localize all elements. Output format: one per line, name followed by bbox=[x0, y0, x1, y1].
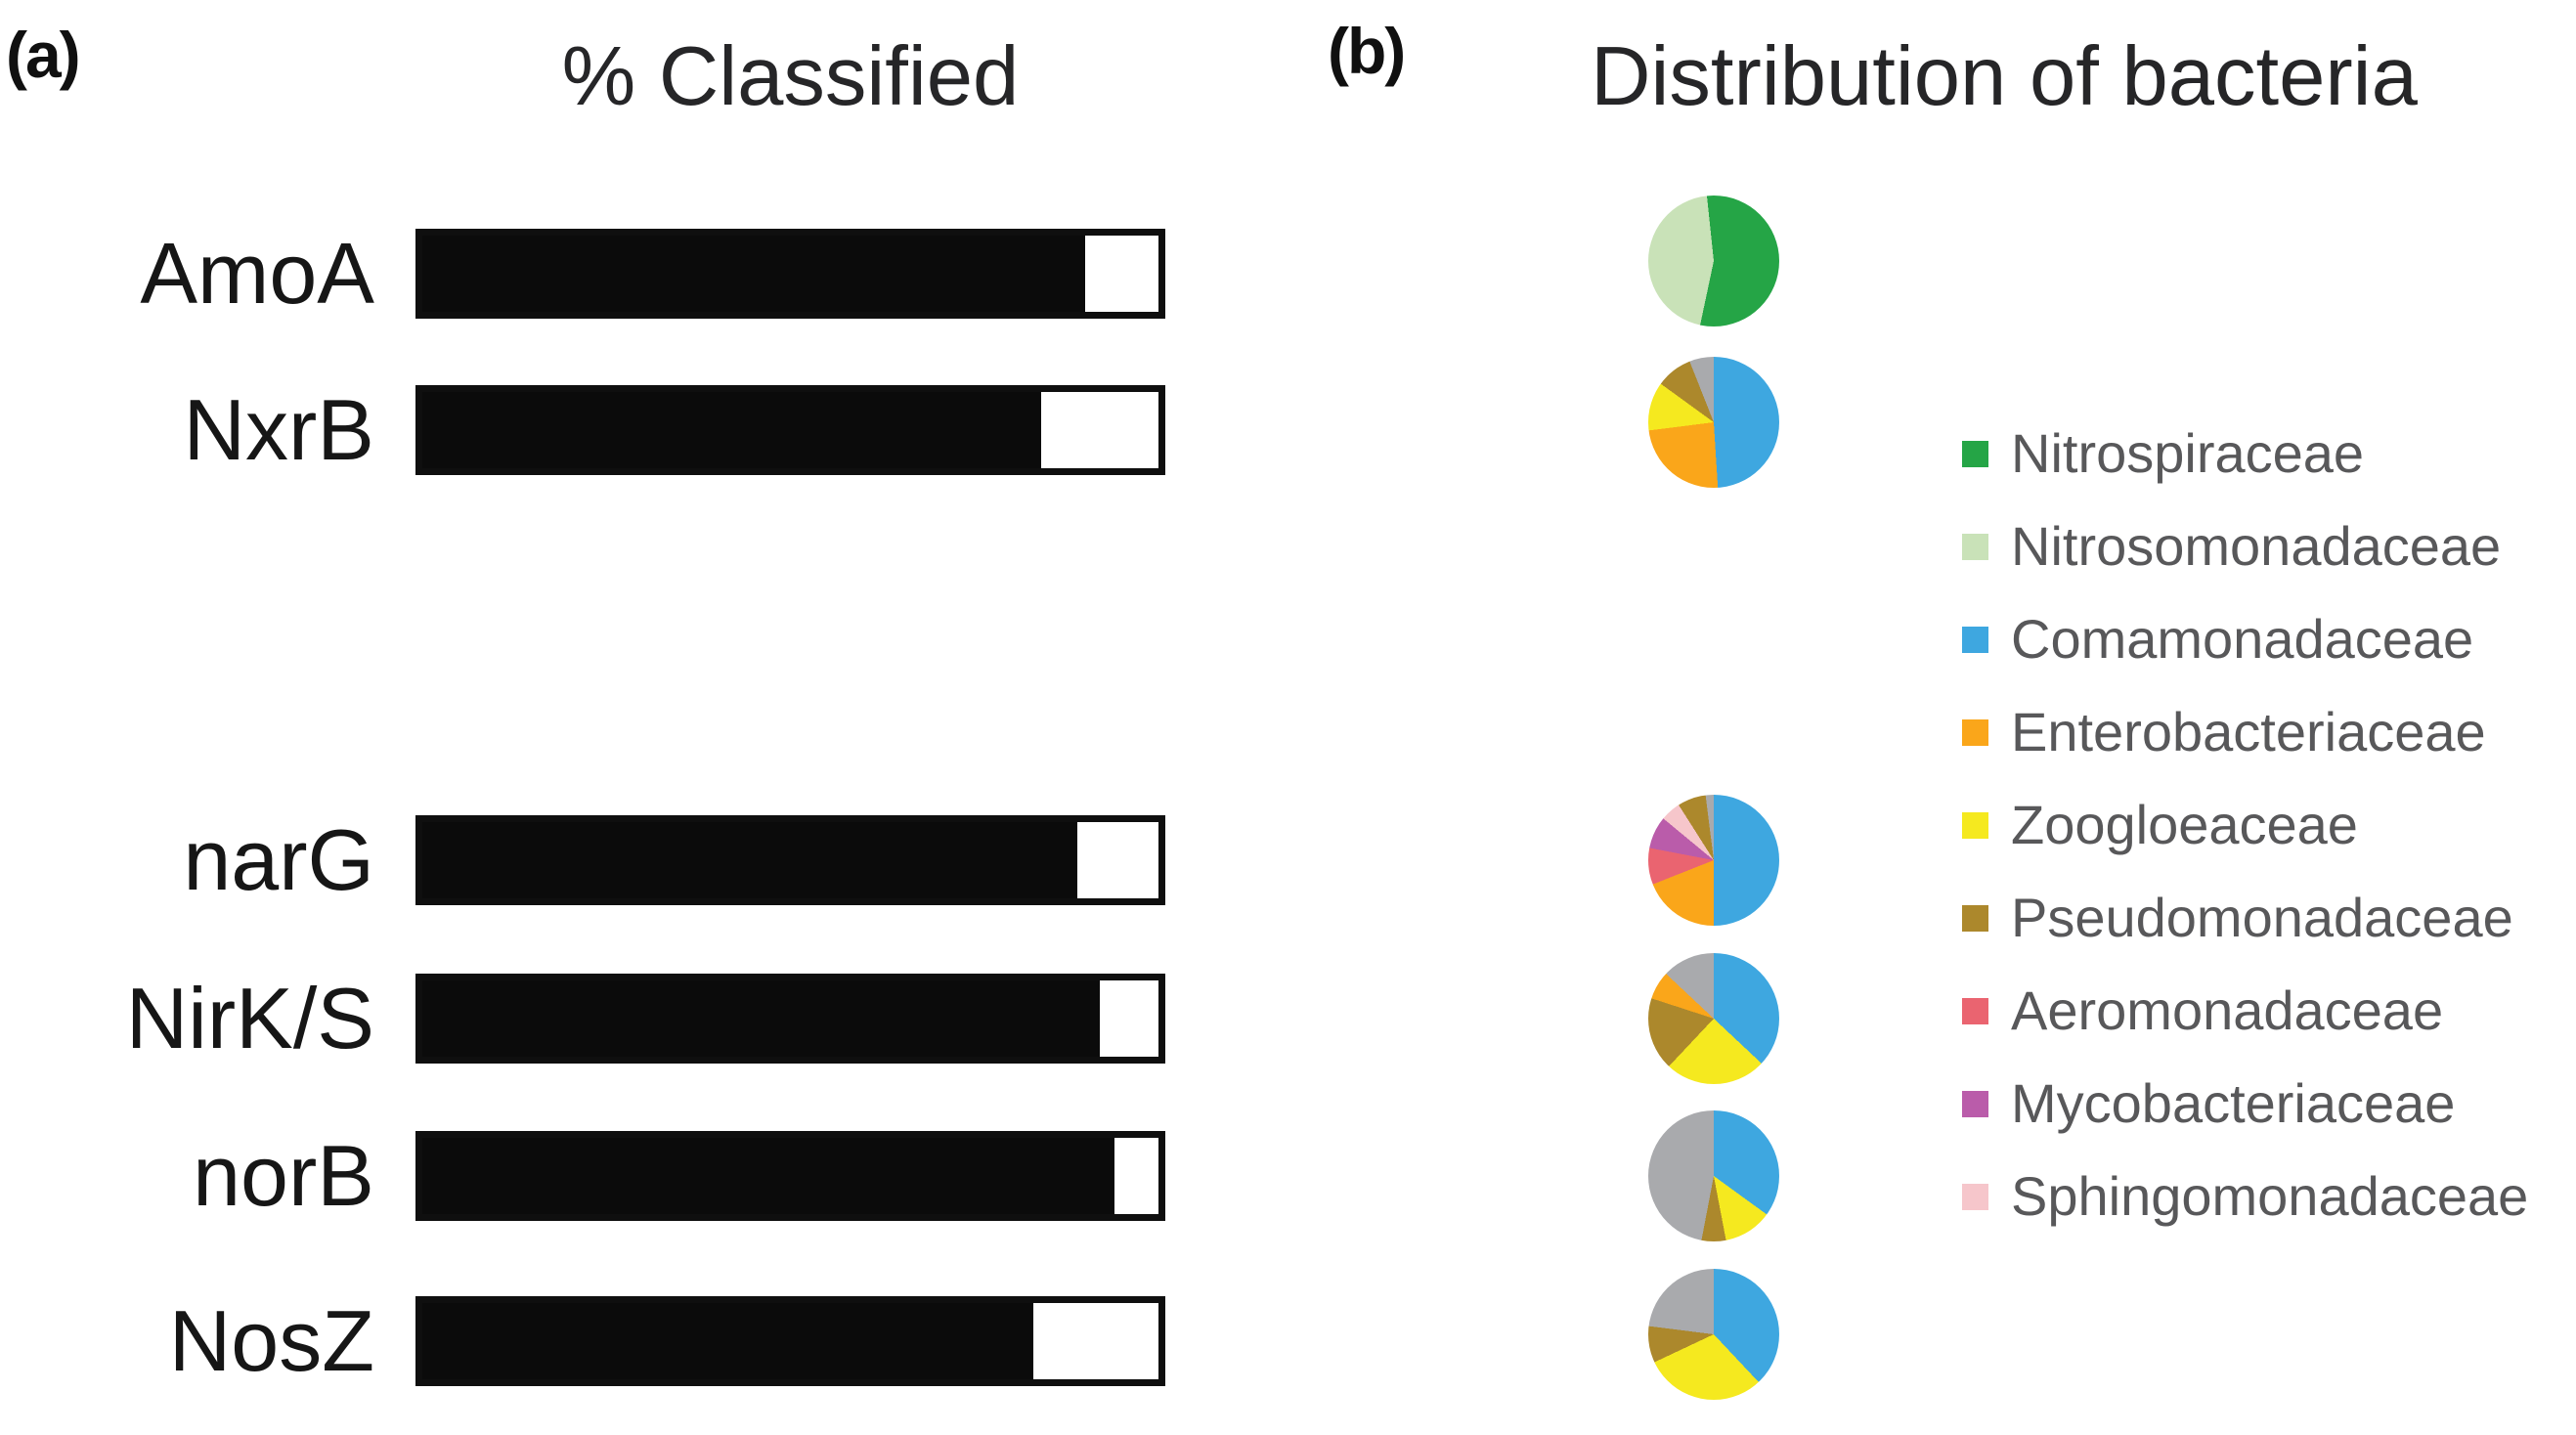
gene-label: NirK/S bbox=[125, 970, 374, 1066]
pie-chart bbox=[1648, 1269, 1779, 1400]
classified-bar-fill bbox=[422, 236, 1085, 312]
legend-label: Nitrosomonadaceae bbox=[2011, 515, 2502, 577]
classified-bar bbox=[415, 974, 1165, 1064]
legend-swatch bbox=[1962, 1184, 1988, 1210]
gene-label: NxrB bbox=[183, 381, 374, 478]
gene-label: narG bbox=[183, 811, 374, 908]
legend-label: Mycobacteriaceae bbox=[2011, 1072, 2456, 1134]
classified-bar-fill bbox=[422, 980, 1100, 1057]
gene-label: norB bbox=[193, 1127, 374, 1224]
panel-a-label: (a) bbox=[6, 19, 81, 91]
gene-label: NosZ bbox=[168, 1292, 374, 1389]
pie-chart bbox=[1648, 1110, 1779, 1241]
legend-label: Aeromonadaceae bbox=[2011, 979, 2444, 1041]
legend-label: Enterobacteriaceae bbox=[2011, 701, 2486, 762]
legend-label: Zoogloeaceae bbox=[2011, 794, 2358, 855]
legend-label: Pseudomonadaceae bbox=[2011, 887, 2513, 948]
pie-chart bbox=[1648, 357, 1779, 488]
panel-b-title: Distribution of bacteria bbox=[1591, 30, 2418, 123]
classified-bar-fill bbox=[422, 822, 1078, 898]
classified-bar-fill bbox=[422, 1303, 1033, 1379]
legend-swatch bbox=[1962, 812, 1988, 839]
pie-chart bbox=[1648, 953, 1779, 1084]
legend-swatch bbox=[1962, 719, 1988, 746]
classified-bar-fill bbox=[422, 1138, 1114, 1214]
classified-bar bbox=[415, 1131, 1165, 1221]
legend-label: Nitrospiraceae bbox=[2011, 422, 2365, 484]
classified-bar bbox=[415, 815, 1165, 905]
pie-chart bbox=[1648, 196, 1779, 326]
legend-label: Sphingomonadaceae bbox=[2011, 1165, 2529, 1227]
legend-swatch bbox=[1962, 627, 1988, 653]
gene-label: AmoA bbox=[140, 225, 374, 322]
legend-swatch bbox=[1962, 441, 1988, 467]
pie-chart bbox=[1648, 795, 1779, 926]
legend-swatch bbox=[1962, 905, 1988, 932]
classified-bar bbox=[415, 229, 1165, 319]
classified-bar-fill bbox=[422, 392, 1041, 468]
legend-swatch bbox=[1962, 1091, 1988, 1117]
panel-a-title: % Classified bbox=[561, 30, 1020, 123]
panel-b-label: (b) bbox=[1328, 15, 1406, 87]
classified-bar bbox=[415, 385, 1165, 475]
legend-label: Comamonadaceae bbox=[2011, 608, 2474, 670]
legend-swatch bbox=[1962, 534, 1988, 560]
legend-swatch bbox=[1962, 998, 1988, 1024]
classified-bar bbox=[415, 1296, 1165, 1386]
